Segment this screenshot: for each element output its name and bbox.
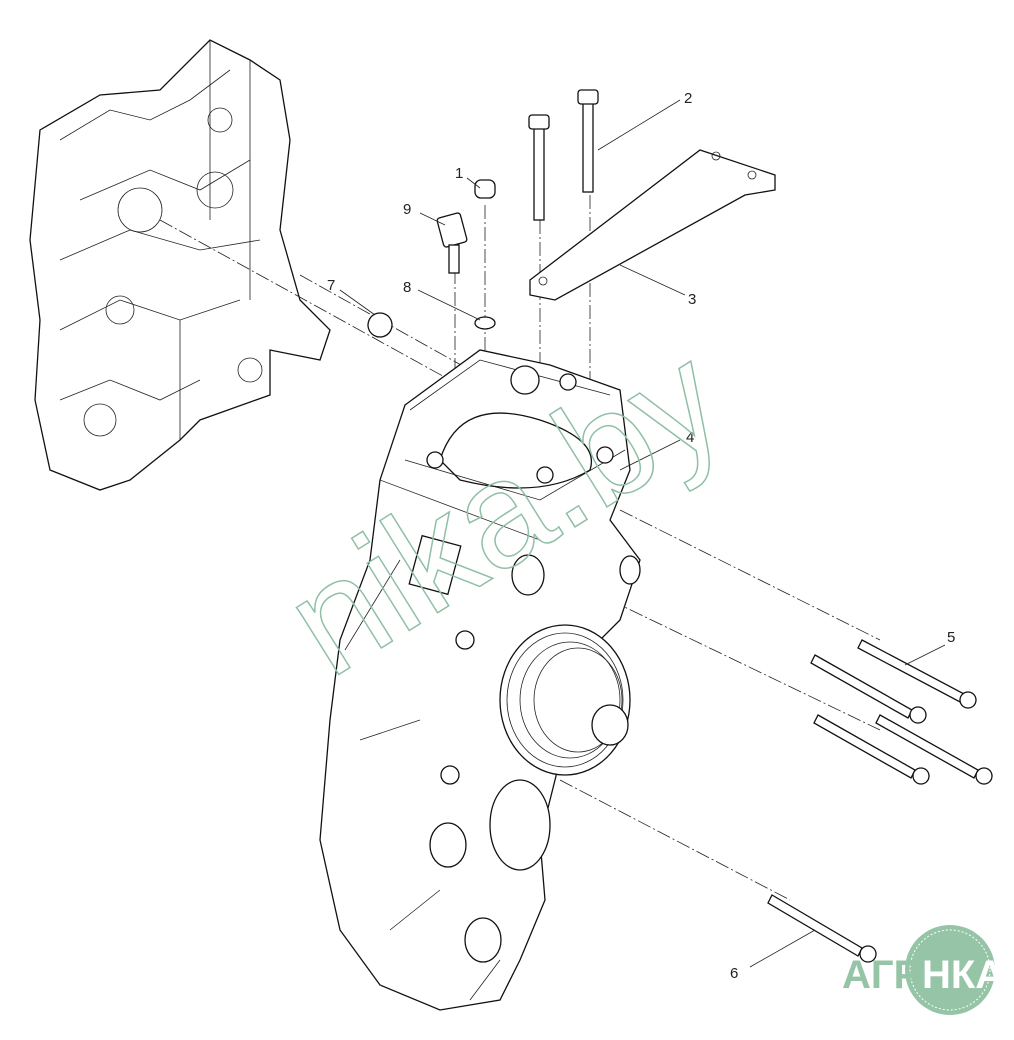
callout-5: 5 [947, 629, 955, 646]
svg-text:НКА: НКА [922, 953, 1004, 997]
callout-1: 1 [455, 165, 463, 182]
callout-labels: 1 2 3 4 5 6 7 8 9 [327, 90, 955, 982]
callout-8: 8 [403, 279, 411, 296]
callout-3: 3 [688, 291, 696, 308]
leader-lines [339, 99, 946, 968]
callout-4: 4 [686, 429, 694, 446]
pump-pulley [499, 624, 631, 776]
callout-7: 7 [327, 277, 335, 294]
water-pump-housing [319, 349, 641, 1011]
callout-6: 6 [730, 965, 738, 982]
agronika-logo: АГРО НКА [842, 925, 1004, 1015]
bolts-part-5-6 [767, 639, 993, 963]
svg-text:АГРО: АГРО [842, 953, 951, 997]
engine-block [29, 39, 331, 491]
callout-9: 9 [403, 201, 411, 218]
small-parts [367, 179, 496, 338]
bracket-part-3 [529, 149, 776, 301]
callout-2: 2 [684, 90, 692, 107]
bolts-part-2 [528, 89, 599, 221]
